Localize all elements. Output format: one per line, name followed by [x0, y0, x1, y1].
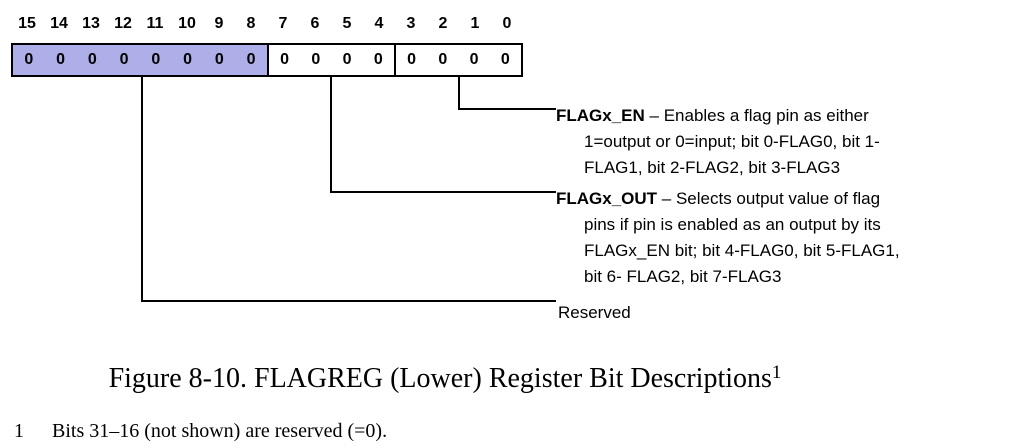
bit-number-14: 14 [50, 15, 68, 32]
bit-cell-14: 0 [56, 51, 66, 68]
figure-caption-footnote-marker: 1 [771, 362, 782, 383]
flagx-out-description-line-3: FLAGx_EN bit; bit 4-FLAG0, bit 5-FLAG1, [584, 241, 900, 260]
flagx-out-description-line-4: bit 6- FLAG2, bit 7-FLAG3 [584, 267, 782, 286]
bit-number-2: 2 [438, 15, 448, 32]
bit-cell-7: 0 [280, 51, 290, 68]
flagx-en-term: FLAGx_EN [556, 106, 645, 125]
bit-cell-5: 0 [342, 51, 352, 68]
flagx-out-description: FLAGx_OUT – Selects output value of flag… [556, 186, 900, 290]
flagx-en-connector-horizontal [458, 108, 556, 110]
flagx-en-description-line-3: FLAG1, bit 2-FLAG2, bit 3-FLAG3 [584, 158, 841, 177]
bit-number-9: 9 [214, 15, 224, 32]
bit-cell-1: 0 [469, 51, 479, 68]
bit-cell-11: 0 [151, 51, 161, 68]
flagx-en-bit-group: 0 0 0 0 [394, 45, 521, 75]
flagx-en-connector-vertical [458, 77, 460, 110]
reserved-connector-vertical [141, 77, 143, 302]
flagx-out-description-line-1: FLAGx_OUT – Selects output value of flag [556, 186, 900, 212]
footnote-number: 1 [14, 420, 24, 442]
bit-number-12: 12 [114, 15, 132, 32]
flagx-en-description-line-2: 1=output or 0=input; bit 0-FLAG0, bit 1- [584, 132, 880, 151]
bit-cell-6: 0 [311, 51, 321, 68]
bit-number-6: 6 [310, 15, 320, 32]
flagx-out-connector-vertical [330, 77, 332, 193]
bit-cell-9: 0 [214, 51, 224, 68]
bit-number-13: 13 [82, 15, 100, 32]
bit-number-row: 15 14 13 12 11 10 9 8 7 6 5 4 3 2 1 0 [11, 14, 523, 34]
bit-cell-15: 0 [24, 51, 34, 68]
footnote: 1 Bits 31–16 (not shown) are reserved (=0… [14, 418, 387, 444]
flagx-out-connector-horizontal [330, 191, 556, 193]
flagx-out-term: FLAGx_OUT [556, 189, 658, 208]
bit-cell-0: 0 [500, 51, 510, 68]
figure-caption: Figure 8-10. FLAGREG (Lower) Register Bi… [0, 361, 890, 400]
bit-cell-2: 0 [438, 51, 448, 68]
bit-cell-13: 0 [87, 51, 97, 68]
bit-number-3: 3 [406, 15, 416, 32]
flagx-out-bit-group: 0 0 0 0 [267, 45, 394, 75]
bit-cell-10: 0 [183, 51, 193, 68]
bit-number-1: 1 [470, 15, 480, 32]
bit-number-15: 15 [18, 15, 36, 32]
bit-number-0: 0 [502, 15, 512, 32]
reserved-label-text: Reserved [558, 303, 631, 322]
bit-number-8: 8 [246, 15, 256, 32]
bit-number-11: 11 [146, 15, 164, 32]
footnote-text: Bits 31–16 (not shown) are reserved (=0)… [52, 420, 388, 442]
bit-number-10: 10 [178, 15, 196, 32]
reserved-bit-group: 0 0 0 0 0 0 0 0 [13, 45, 267, 75]
figure-caption-text: Figure 8-10. FLAGREG (Lower) Register Bi… [108, 363, 772, 394]
bit-cell-8: 0 [246, 51, 256, 68]
bit-number-7: 7 [278, 15, 288, 32]
flagx-out-description-line-2: pins if pin is enabled as an output by i… [584, 215, 881, 234]
flagx-en-first-line: – Enables a flag pin as either [644, 106, 869, 125]
flagx-out-first-line: – Selects output value of flag [657, 189, 881, 208]
flagx-en-description: FLAGx_EN – Enables a flag pin as either … [556, 103, 880, 181]
bit-cell-4: 0 [373, 51, 383, 68]
reserved-label: Reserved [558, 300, 631, 326]
flagx-en-description-line-1: FLAGx_EN – Enables a flag pin as either [556, 103, 880, 129]
register-field-box: 0 0 0 0 0 0 0 0 0 0 0 0 0 0 0 0 [11, 43, 523, 77]
bit-number-4: 4 [374, 15, 384, 32]
bit-number-5: 5 [342, 15, 352, 32]
reserved-connector-horizontal [141, 300, 556, 302]
bit-cell-12: 0 [119, 51, 129, 68]
bit-cell-3: 0 [407, 51, 417, 68]
